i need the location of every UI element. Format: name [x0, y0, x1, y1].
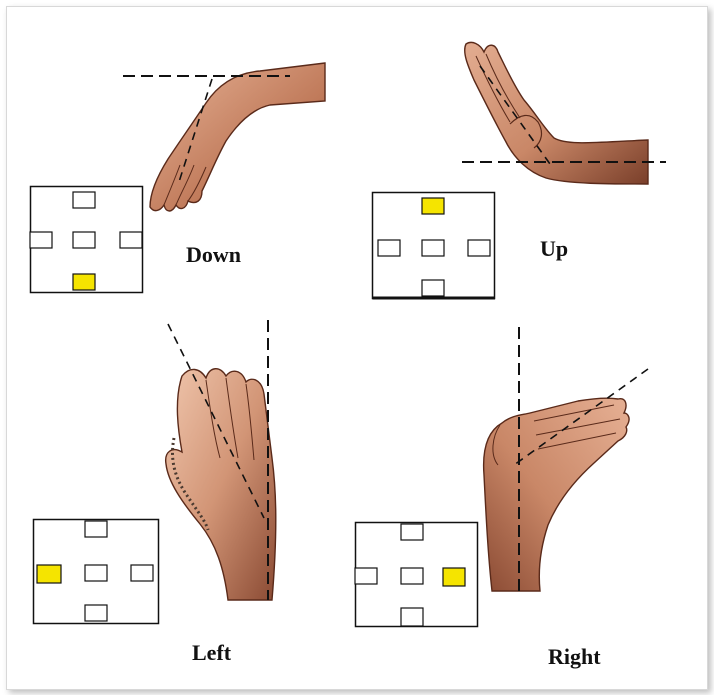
- grid-cell-top: [85, 521, 107, 537]
- direction-grid-right: [355, 522, 480, 630]
- label-right: Right: [548, 644, 601, 670]
- grid-cell-center: [422, 240, 444, 256]
- grid-cell-right: [468, 240, 490, 256]
- grid-cell-right: [120, 232, 142, 248]
- grid-cell-center: [73, 232, 95, 248]
- hand-down-illustration: [140, 55, 330, 220]
- hand-up-illustration: [458, 38, 668, 188]
- label-up: Up: [540, 236, 568, 262]
- label-left: Left: [192, 640, 231, 666]
- direction-grid-up: [372, 192, 497, 302]
- direction-grid-left: [33, 519, 161, 627]
- grid-cell-top: [401, 524, 423, 540]
- direction-grid-down: [30, 186, 145, 296]
- grid-cell-left: [355, 568, 377, 584]
- grid-cell-center: [401, 568, 423, 584]
- grid-cell-right-highlighted: [443, 568, 465, 586]
- hand-left-illustration: [160, 318, 290, 603]
- grid-cell-left-highlighted: [37, 565, 61, 583]
- grid-cell-bottom: [401, 608, 423, 626]
- grid-cell-bottom: [85, 605, 107, 621]
- grid-cell-center: [85, 565, 107, 581]
- label-down: Down: [186, 242, 241, 268]
- grid-cell-bottom: [422, 280, 444, 296]
- grid-cell-top: [73, 192, 95, 208]
- grid-cell-bottom-highlighted: [73, 274, 95, 290]
- grid-cell-top-highlighted: [422, 198, 444, 214]
- hand-right-illustration: [478, 325, 653, 595]
- grid-cell-right: [131, 565, 153, 581]
- grid-cell-left: [378, 240, 400, 256]
- grid-cell-left: [30, 232, 52, 248]
